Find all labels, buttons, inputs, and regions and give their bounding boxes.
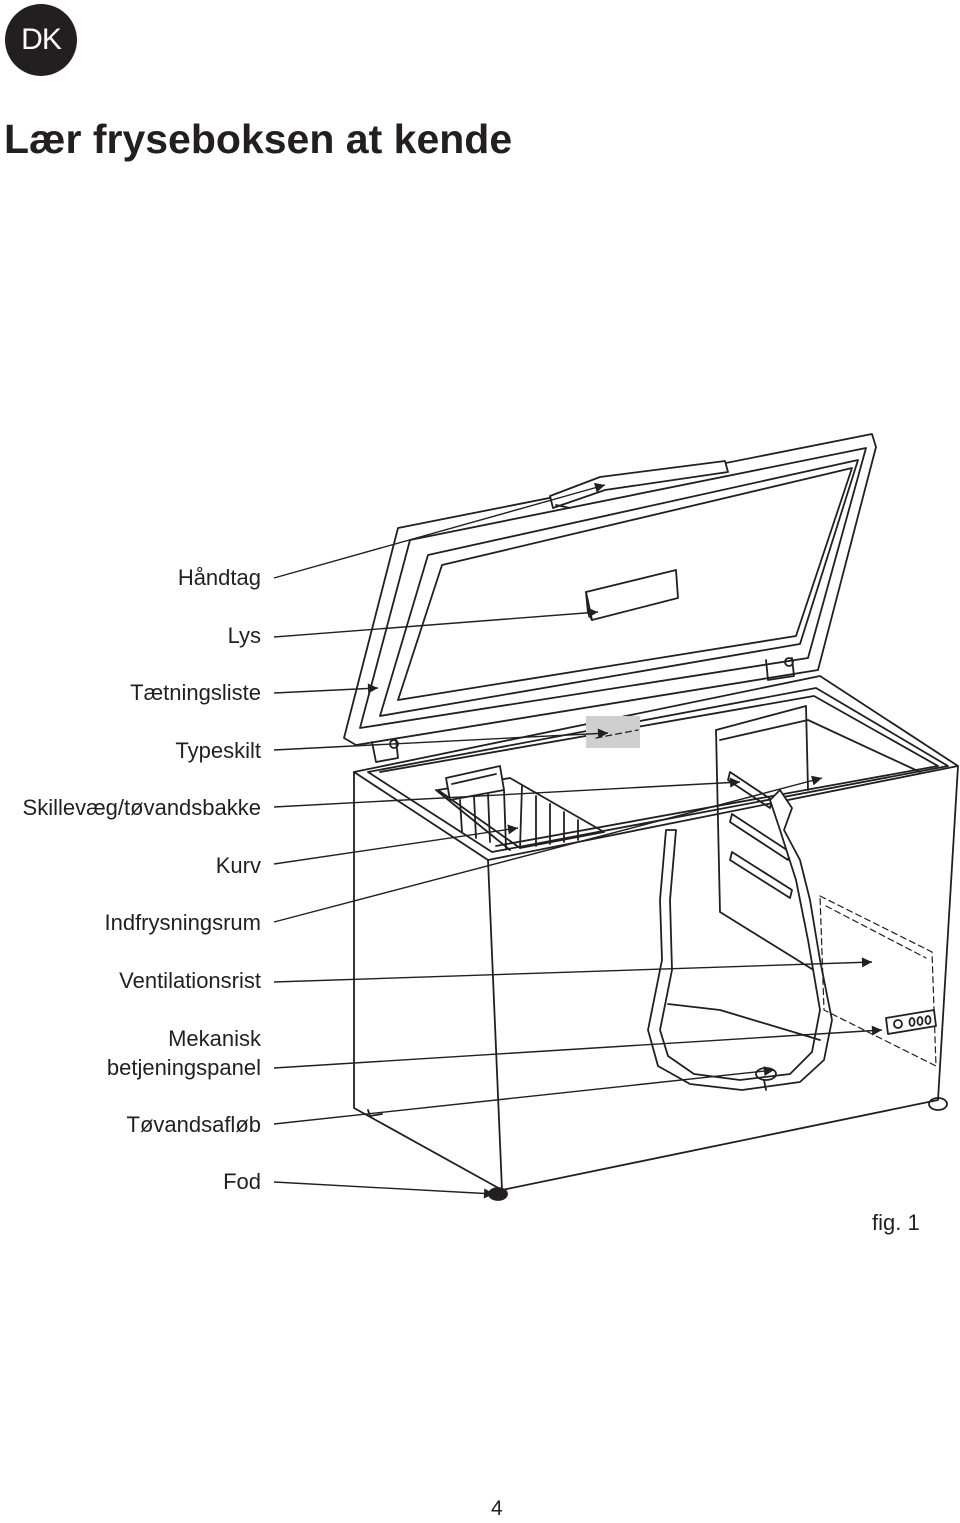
label-handtag: Håndtag	[177, 565, 261, 590]
basket	[437, 765, 605, 849]
page-number: 4	[491, 1497, 503, 1520]
label-tovandsaflob: Tøvandsafløb	[126, 1112, 262, 1137]
freezer-interior	[435, 705, 921, 975]
label-taetningsliste: Tætningsliste	[130, 680, 261, 705]
label-kurv: Kurv	[215, 853, 261, 878]
label-mekanisk-line2: betjeningspanel	[106, 1055, 261, 1080]
hinges	[371, 657, 795, 763]
label-mekanisk-line1: Mekanisk	[168, 1026, 261, 1051]
label-ventilationsrist: Ventilationsrist	[119, 968, 261, 993]
label-typeskilt: Typeskilt	[175, 738, 261, 763]
ventilation-grille	[819, 895, 937, 1067]
lid-handle	[549, 460, 729, 509]
label-lys: Lys	[227, 623, 261, 648]
figure-caption: fig. 1	[872, 1210, 920, 1235]
rating-plate	[586, 716, 640, 748]
label-fod: Fod	[223, 1169, 261, 1194]
page-title: Lær fryseboksen at kende	[4, 116, 513, 162]
label-indfrysningsrum: Indfrysningsrum	[104, 910, 261, 935]
control-panel	[885, 1009, 937, 1035]
freezer-cabinet	[353, 675, 959, 1191]
language-badge: DK	[5, 4, 77, 76]
cutaway-gasket	[647, 789, 833, 1091]
label-skillevaeg: Skillevæg/tøvandsbakke	[22, 795, 261, 820]
